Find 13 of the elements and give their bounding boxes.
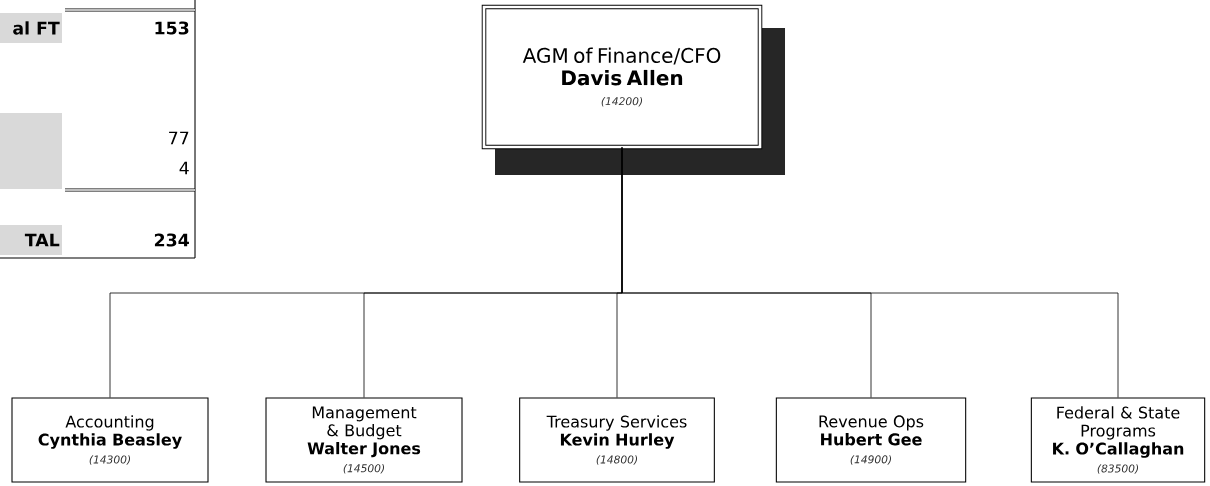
table-cell: 4 [179, 161, 189, 175]
connector-line [621, 147, 1119, 398]
department-box: Accounting Cynthia Beasley (14300) [11, 397, 209, 483]
table-cell: al FT [0, 13, 62, 43]
table-cell: 153 [155, 21, 189, 35]
table-cell: 234 [154, 233, 189, 247]
table-cell: TAL [0, 225, 62, 255]
department-box: Management & Budget Walter Jones (14500) [265, 397, 463, 483]
table-cell: 77 [169, 131, 189, 145]
department-box: Treasury Services Kevin Hurley (14800) [519, 397, 715, 483]
department-box: Federal & State Programs K. O’Callaghan (83500) [1030, 397, 1206, 483]
title-box: AGM of Finance/CFO Davis Allen (14200) [481, 4, 785, 175]
department-box: Revenue Ops Hubert Gee (14900) [775, 397, 967, 483]
